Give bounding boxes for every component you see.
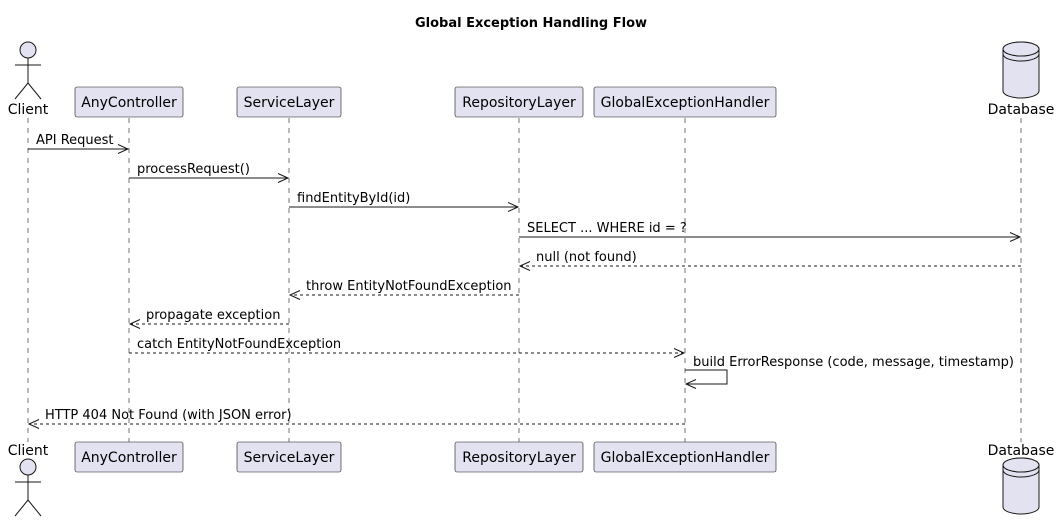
participant-box — [236, 441, 342, 473]
participant-box — [236, 86, 342, 118]
participant-box — [593, 441, 777, 473]
message-1: API Request — [28, 133, 130, 154]
participant-box — [74, 86, 184, 118]
participant-handler-top: GlobalExceptionHandler — [593, 86, 777, 118]
message-5: null (not found) — [518, 250, 1021, 271]
participant-label: Database — [988, 102, 1055, 118]
message-label: API Request — [36, 133, 114, 148]
message-8: catch EntityNotFoundException — [129, 337, 686, 358]
database-icon — [1002, 457, 1040, 515]
participant-service-bottom: ServiceLayer — [236, 441, 342, 473]
participant-label: GlobalExceptionHandler — [601, 450, 770, 466]
message-10: HTTP 404 Not Found (with JSON error) — [27, 408, 685, 429]
message-2: processRequest() — [129, 162, 290, 183]
participant-label: Client — [8, 102, 49, 118]
message-label: null (not found) — [536, 250, 637, 265]
participant-database-bottom: Database — [988, 443, 1055, 515]
participant-box — [454, 441, 584, 473]
actor-icon — [14, 458, 42, 517]
message-3: findEntityById(id) — [289, 191, 520, 212]
participants-bottom: Client AnyController ServiceLayer Repositor… — [8, 441, 1055, 517]
message-label: catch EntityNotFoundException — [137, 337, 341, 352]
participant-box — [74, 441, 184, 473]
message-label: propagate exception — [146, 308, 280, 323]
participant-handler-bottom: GlobalExceptionHandler — [593, 441, 777, 473]
participant-label: Client — [8, 443, 49, 459]
participant-controller-top: AnyController — [74, 86, 184, 118]
message-label: findEntityById(id) — [297, 191, 410, 206]
actor-icon — [14, 41, 42, 100]
participant-client-top: Client — [8, 41, 49, 118]
participant-label: AnyController — [81, 95, 177, 111]
participant-label: GlobalExceptionHandler — [601, 95, 770, 111]
participant-label: ServiceLayer — [244, 95, 335, 111]
message-label: throw EntityNotFoundException — [306, 279, 512, 294]
message-7: propagate exception — [128, 308, 289, 329]
diagram-title: Global Exception Handling Flow — [415, 16, 647, 31]
message-label: build ErrorResponse (code, message, time… — [693, 355, 1014, 370]
participant-label: RepositoryLayer — [462, 95, 576, 111]
lifelines — [27, 118, 1022, 442]
message-4: SELECT ... WHERE id = ? — [519, 221, 1022, 242]
participant-box — [454, 86, 584, 118]
message-6: throw EntityNotFoundException — [288, 279, 519, 300]
participant-box — [593, 86, 777, 118]
participant-repository-top: RepositoryLayer — [454, 86, 584, 118]
message-label: processRequest() — [137, 162, 250, 177]
participant-database-top: Database — [988, 41, 1055, 118]
database-icon — [1002, 41, 1040, 99]
participant-controller-bottom: AnyController — [74, 441, 184, 473]
message-9: build ErrorResponse (code, message, time… — [684, 355, 1014, 389]
participant-label: RepositoryLayer — [462, 450, 576, 466]
participant-repository-bottom: RepositoryLayer — [454, 441, 584, 473]
message-label: SELECT ... WHERE id = ? — [527, 221, 687, 236]
participant-label: AnyController — [81, 450, 177, 466]
participants-top: Client AnyController ServiceLayer Repositor… — [8, 41, 1055, 118]
message-label: HTTP 404 Not Found (with JSON error) — [45, 408, 292, 423]
participant-client-bottom: Client — [8, 443, 49, 517]
messages: API Request processRequest() findEntityByI… — [27, 133, 1022, 429]
participant-service-top: ServiceLayer — [236, 86, 342, 118]
participant-label: Database — [988, 443, 1055, 459]
participant-label: ServiceLayer — [244, 450, 335, 466]
